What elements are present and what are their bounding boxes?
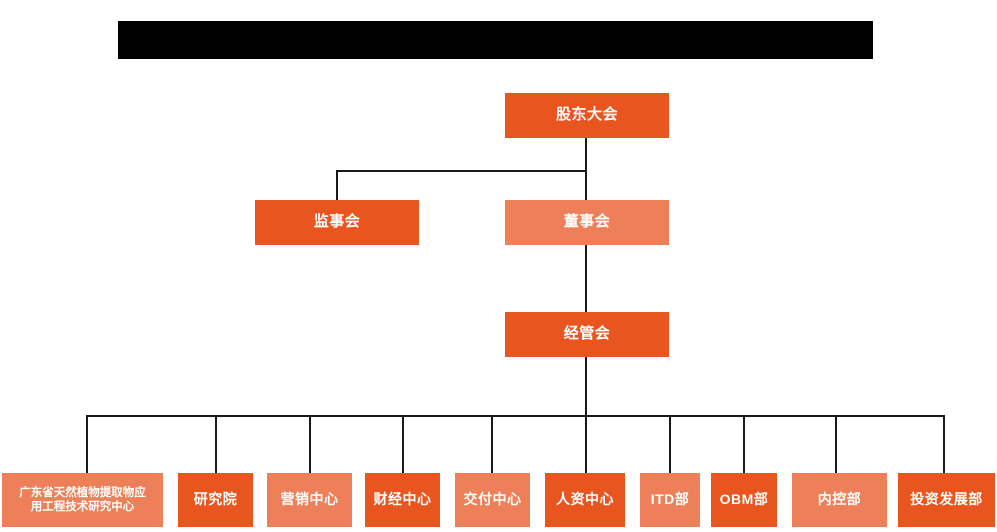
node-label-dept-8: OBM部: [719, 491, 769, 508]
node-dept-delivery-center[interactable]: 交付中心: [455, 473, 530, 527]
node-dept-obm[interactable]: OBM部: [711, 473, 777, 527]
node-dept-research-institute[interactable]: 研究院: [178, 473, 253, 527]
node-label-dept-7: ITD部: [650, 491, 690, 508]
connector-supervisors-down: [336, 170, 338, 200]
node-label-dept-10: 投资发展部: [910, 491, 983, 508]
connector-directors-down: [585, 170, 587, 200]
connector-drop-dept-6: [585, 415, 587, 473]
connector-drop-dept-8: [743, 415, 745, 473]
connector-drop-dept-4: [402, 415, 404, 473]
node-dept-marketing-center[interactable]: 营销中心: [267, 473, 352, 527]
node-label-dept-4: 财经中心: [373, 491, 432, 508]
node-dept-hr-center[interactable]: 人资中心: [545, 473, 625, 527]
connector-drop-dept-1: [86, 415, 88, 473]
connector-departments-bus: [86, 415, 944, 417]
connector-drop-dept-3: [309, 415, 311, 473]
node-dept-investment-development[interactable]: 投资发展部: [898, 473, 995, 527]
connector-drop-dept-9: [835, 415, 837, 473]
node-label-dept-9: 内控部: [817, 491, 862, 508]
node-dept-internal-control[interactable]: 内控部: [792, 473, 887, 527]
redacted-title-banner: [118, 21, 873, 59]
connector-shareholders-down: [585, 138, 587, 171]
node-label-dept-1: 广东省天然植物提取物应 用工程技术研究中心: [19, 486, 146, 515]
node-board-of-directors[interactable]: 董事会: [505, 200, 669, 245]
node-label-dept-1-line1: 广东省天然植物提取物应: [19, 486, 146, 499]
node-board-of-supervisors[interactable]: 监事会: [255, 200, 419, 245]
connector-drop-dept-2: [215, 415, 217, 473]
node-label-dept-1-line2: 用工程技术研究中心: [30, 501, 135, 513]
connector-drop-dept-10: [943, 415, 945, 473]
node-label-shareholders-meeting: 股东大会: [555, 106, 618, 124]
node-label-dept-3: 营销中心: [280, 491, 339, 508]
node-dept-finance-center[interactable]: 财经中心: [365, 473, 440, 527]
node-dept-itd[interactable]: ITD部: [640, 473, 700, 527]
node-label-dept-5: 交付中心: [463, 491, 522, 508]
node-label-dept-6: 人资中心: [556, 491, 614, 508]
node-label-management-committee: 经管会: [563, 325, 611, 343]
connector-level2-bar: [336, 170, 587, 172]
connector-drop-dept-5: [491, 415, 493, 473]
connector-directors-to-management: [585, 245, 587, 312]
node-dept-research-center-guangdong[interactable]: 广东省天然植物提取物应 用工程技术研究中心: [2, 473, 163, 527]
connector-drop-dept-7: [669, 415, 671, 473]
connector-management-down: [585, 357, 587, 416]
node-management-committee[interactable]: 经管会: [505, 312, 669, 357]
node-label-board-of-supervisors: 监事会: [313, 213, 361, 231]
node-label-board-of-directors: 董事会: [563, 213, 611, 231]
node-label-dept-2: 研究院: [193, 491, 238, 508]
node-shareholders-meeting[interactable]: 股东大会: [505, 93, 669, 138]
